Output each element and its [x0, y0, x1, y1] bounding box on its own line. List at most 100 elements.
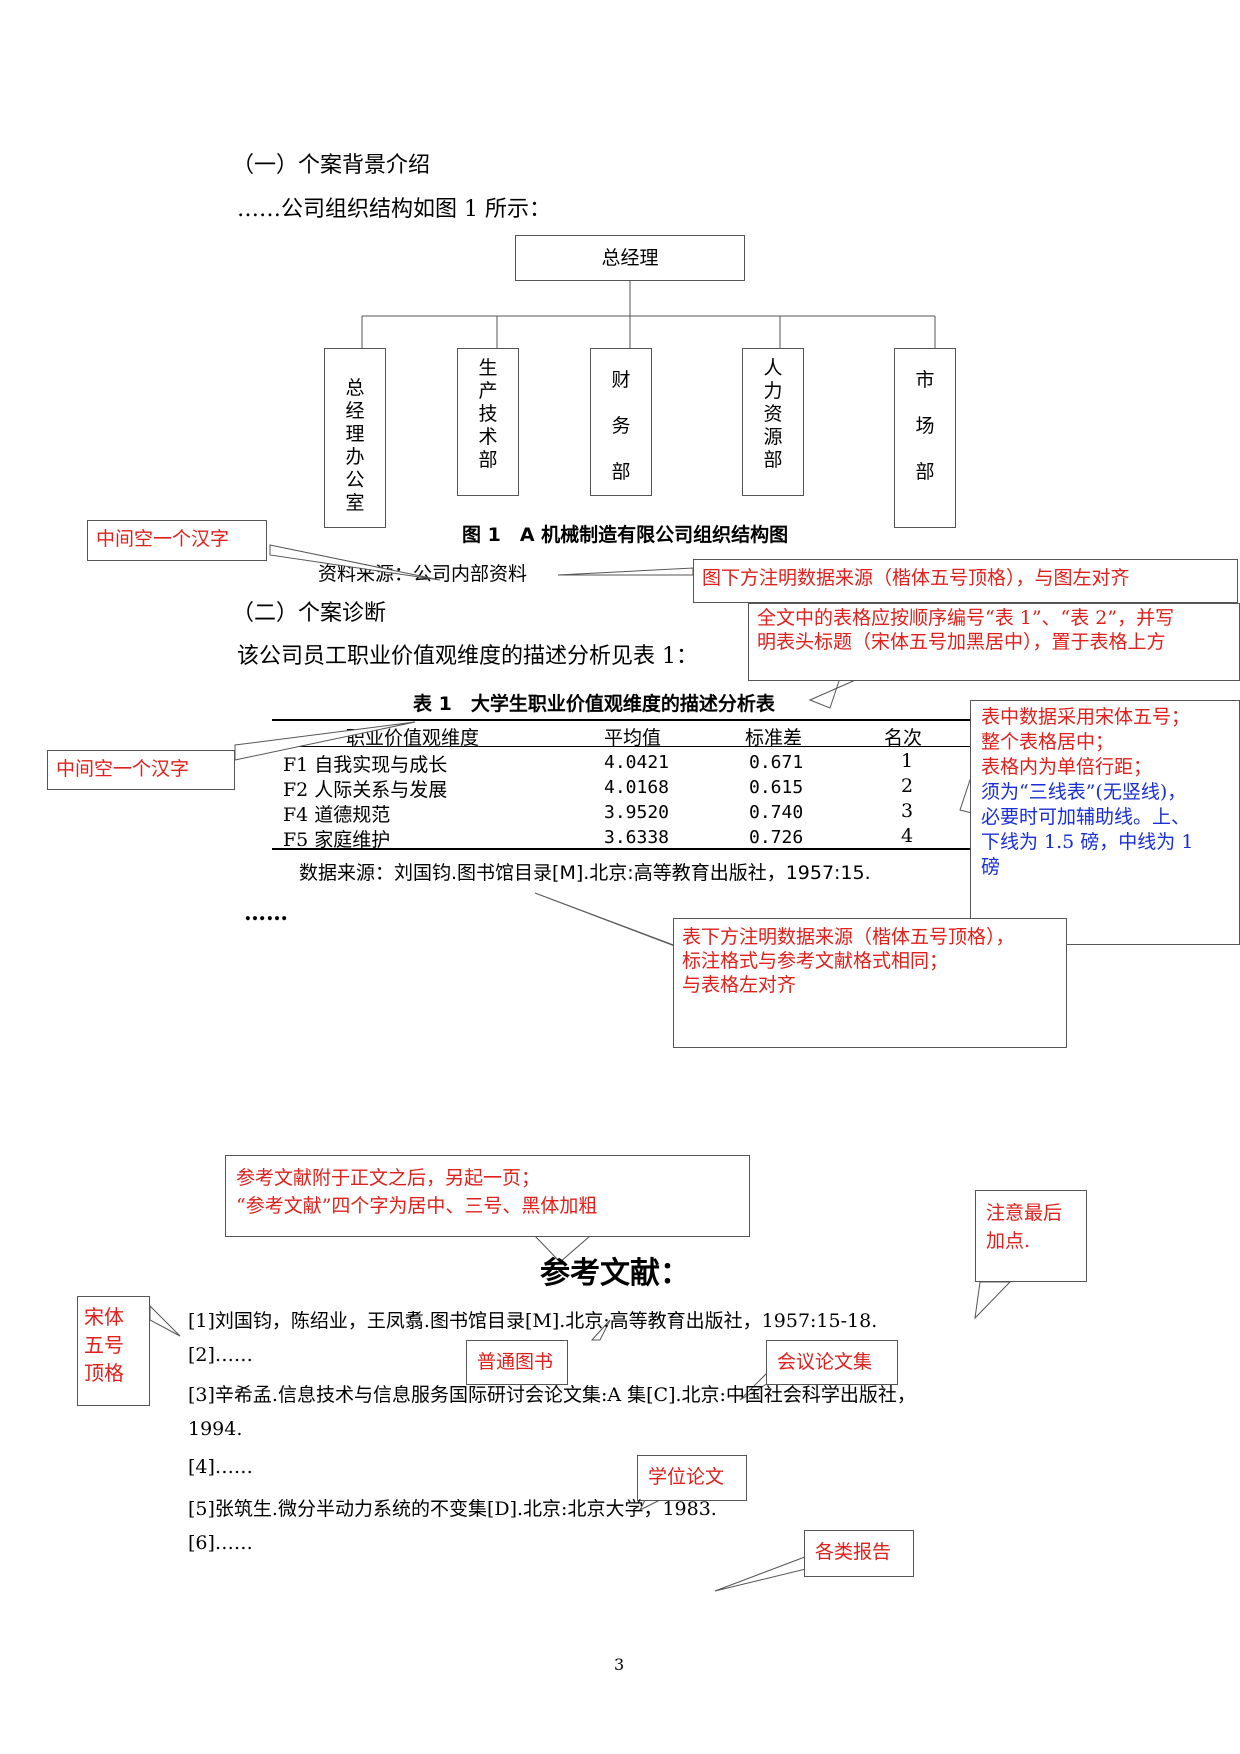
callout-line: 整个表格居中； — [981, 731, 1115, 753]
table-cell: 4 — [901, 825, 914, 847]
callout-indent-table: 中间空一个汉字 — [47, 750, 235, 790]
dept-char: 力 — [763, 380, 783, 402]
dept-char: 产 — [478, 380, 498, 402]
table-cell: 3.9520 — [604, 802, 670, 823]
callout-line: 加点. — [986, 1230, 1031, 1252]
dept-char: 市 — [915, 369, 935, 391]
callout-line: 表下方注明数据来源（楷体五号顶格）， — [682, 926, 1015, 948]
dept-char: 生 — [478, 357, 498, 379]
references-title: 参考文献： — [540, 1256, 690, 1291]
table-caption: 表 1 大学生职业价值观维度的描述分析表 — [413, 693, 775, 715]
table-cell: 3.6338 — [604, 827, 670, 848]
table-header-mean: 平均值 — [604, 727, 662, 749]
table-cell: F1 自我实现与成长 — [283, 754, 448, 776]
dept-char: 资 — [763, 403, 783, 425]
page-number: 3 — [614, 1655, 625, 1674]
org-dept-production: 生 产 技 术 部 — [457, 348, 519, 496]
table-cell: 0.740 — [749, 802, 804, 823]
callout-report: 各类报告 — [804, 1530, 914, 1577]
callout-line: 顶格 — [84, 1361, 124, 1385]
dept-char: 办 — [345, 446, 365, 468]
section1-intro: ……公司组织结构如图 1 所示： — [237, 197, 551, 222]
dept-char: 总 — [345, 377, 365, 399]
table-cell: F4 道德规范 — [283, 804, 391, 826]
reference-item: [5]张筑生.微分半动力系统的不变集[D].北京:北京大学，1983. — [188, 1498, 717, 1520]
table-cell: 1 — [901, 750, 914, 772]
table-header-sd: 标准差 — [745, 727, 803, 749]
callout-line: 须为“三线表”(无竖线)， — [981, 781, 1187, 803]
table-cell: 0.726 — [749, 827, 804, 848]
dept-char: 源 — [763, 426, 783, 448]
dept-char: 术 — [478, 426, 498, 448]
table-cell: F5 家庭维护 — [283, 829, 391, 851]
callout-line: 全文中的表格应按顺序编号“表 1”、“表 2”，并写 — [757, 607, 1175, 629]
dept-char: 室 — [345, 492, 365, 514]
table-cell: 0.671 — [749, 752, 804, 773]
table-cell: 4.0421 — [604, 752, 670, 773]
table-cell: 0.615 — [749, 777, 804, 798]
callout-table-format: 表中数据采用宋体五号； 整个表格居中； 表格内为单倍行距； 须为“三线表”(无竖… — [970, 700, 1240, 945]
dept-char: 财 — [611, 369, 631, 391]
callout-line: 五号 — [84, 1333, 124, 1357]
callout-figure-source: 图下方注明数据来源（楷体五号顶格），与图左对齐 — [693, 559, 1238, 603]
org-top-box: 总经理 — [515, 235, 745, 281]
callout-line: 下线为 1.5 磅，中线为 1 — [981, 831, 1194, 853]
reference-item: 1994. — [188, 1418, 243, 1440]
callout-line: “参考文献”四个字为居中、三号、黑体加粗 — [236, 1195, 598, 1217]
callout-line: 表格内为单倍行距； — [981, 756, 1153, 778]
dept-char: 公 — [345, 469, 365, 491]
callout-line: 表中数据采用宋体五号； — [981, 706, 1191, 728]
callout-final-period: 注意最后 加点. — [975, 1190, 1087, 1282]
figure-caption: 图 1 A 机械制造有限公司组织结构图 — [462, 524, 789, 546]
reference-item: [6]…… — [188, 1532, 253, 1554]
table-top-rule — [272, 719, 972, 721]
table-header-rank: 名次 — [884, 727, 923, 749]
callout-line: 宋体 — [84, 1305, 124, 1329]
table-cell: 2 — [901, 775, 914, 797]
section2-intro: 该公司员工职业价值观维度的描述分析见表 1： — [237, 644, 698, 669]
callout-line: 参考文献附于正文之后，另起一页； — [236, 1167, 541, 1189]
section2-heading: （二）个案诊断 — [232, 601, 387, 626]
callout-indent-figure: 中间空一个汉字 — [87, 520, 267, 561]
dept-char: 部 — [763, 449, 783, 471]
callout-reference-font: 宋体 五号 顶格 — [77, 1296, 150, 1406]
table-source: 数据来源：刘国钧.图书馆目录[M].北京:高等教育出版社，1957:15. — [299, 862, 871, 884]
section1-heading: （一）个案背景介绍 — [232, 153, 431, 178]
body-ellipsis: …… — [244, 900, 288, 926]
table-header-dimension: 职业价值观维度 — [346, 727, 480, 749]
dept-char: 经 — [345, 400, 365, 422]
dept-char: 人 — [763, 357, 783, 379]
callout-table-caption: 全文中的表格应按顺序编号“表 1”、“表 2”，并写 明表头标题（宋体五号加黑居… — [748, 603, 1240, 681]
callout-book: 普通图书 — [466, 1340, 568, 1385]
dept-char: 部 — [478, 449, 498, 471]
table-bottom-rule — [272, 848, 972, 850]
table-cell: 4.0168 — [604, 777, 670, 798]
callout-line: 必要时可加辅助线。上、 — [981, 806, 1191, 828]
org-dept-finance: 财 务 部 — [590, 348, 652, 496]
dept-char: 部 — [915, 461, 935, 483]
dept-char: 理 — [345, 423, 365, 445]
dept-char: 场 — [915, 415, 935, 437]
org-dept-marketing: 市 场 部 — [894, 348, 956, 528]
callout-line: 标注格式与参考文献格式相同； — [682, 950, 949, 972]
table-cell: F2 人际关系与发展 — [283, 779, 448, 801]
callout-conference: 会议论文集 — [766, 1340, 898, 1385]
callout-references-page: 参考文献附于正文之后，另起一页； “参考文献”四个字为居中、三号、黑体加粗 — [225, 1155, 750, 1237]
reference-item: [3]辛希孟.信息技术与信息服务国际研讨会论文集:A 集[C].北京:中国社会科… — [188, 1384, 916, 1406]
callout-line: 磅 — [981, 856, 1001, 878]
org-dept-hr: 人 力 资 源 部 — [742, 348, 804, 496]
table-mid-rule — [272, 746, 972, 747]
table-cell: 3 — [901, 800, 914, 822]
org-dept-office: 总 经 理 办 公 室 — [324, 348, 386, 528]
dept-char: 部 — [611, 461, 631, 483]
dept-char: 务 — [611, 415, 631, 437]
callout-line: 注意最后 — [986, 1202, 1063, 1224]
callout-thesis: 学位论文 — [637, 1455, 747, 1501]
callout-table-source: 表下方注明数据来源（楷体五号顶格）， 标注格式与参考文献格式相同； 与表格左对齐 — [673, 918, 1067, 1048]
callout-line: 与表格左对齐 — [682, 974, 797, 996]
org-connector-lines — [361, 281, 936, 348]
reference-item: [2]…… — [188, 1344, 253, 1366]
dept-char: 技 — [478, 403, 498, 425]
reference-item: [4]…… — [188, 1456, 253, 1478]
reference-item: [1]刘国钧，陈绍业，王凤翥.图书馆目录[M].北京:高等教育出版社，1957:… — [188, 1310, 878, 1332]
